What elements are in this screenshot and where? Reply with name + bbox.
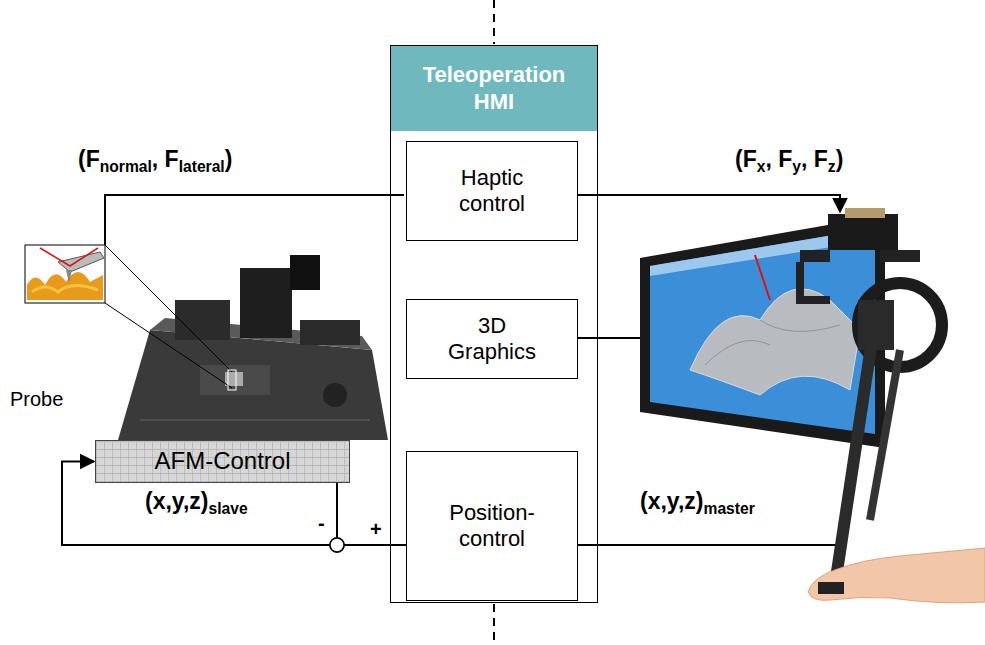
signal-wire xyxy=(578,520,840,545)
label-text: (F xyxy=(78,146,100,172)
hmi-panel: Teleoperation HMI Haptic control 3D Graphi… xyxy=(390,45,598,603)
hand xyxy=(808,548,985,603)
summing-junction xyxy=(330,538,344,552)
label-text: Probe xyxy=(10,388,63,410)
label-text: ) xyxy=(225,146,233,172)
controller-box: AFM-Control xyxy=(95,440,350,483)
panel-header: Teleoperation HMI xyxy=(391,46,597,131)
subscript: normal xyxy=(100,158,152,175)
stylus xyxy=(818,582,844,594)
boundary-line xyxy=(493,604,495,645)
subscript: y xyxy=(792,158,801,175)
process-box: Position-control xyxy=(406,451,578,601)
signal-label: + xyxy=(370,518,382,541)
signal-wire xyxy=(578,195,840,212)
subscript: master xyxy=(703,500,754,517)
label-text: (F xyxy=(735,146,757,172)
label-text: - xyxy=(318,512,325,534)
feedback-wire xyxy=(336,478,338,538)
panel-title: Teleoperation HMI xyxy=(409,62,579,115)
label-text: , F xyxy=(152,146,179,172)
label-text: (x,y,z) xyxy=(145,488,208,514)
node-label: Haptic control xyxy=(437,165,547,218)
subscript: x xyxy=(757,158,766,175)
signal-label: - xyxy=(318,512,325,535)
boundary-line xyxy=(493,0,495,44)
subscript: z xyxy=(828,158,836,175)
probe-inset xyxy=(25,245,236,390)
process-box: 3D Graphics xyxy=(406,299,578,379)
label-text: ) xyxy=(836,146,844,172)
signal-label: (Fnormal, Flateral) xyxy=(78,146,232,176)
signal-label: (Fx, Fy, Fz) xyxy=(735,146,843,176)
subscript: slave xyxy=(208,500,247,517)
afm-machine xyxy=(118,255,388,440)
node-label: AFM-Control xyxy=(154,447,290,476)
label-text: , F xyxy=(765,146,792,172)
label-text: + xyxy=(370,518,382,540)
node-label: 3D Graphics xyxy=(437,313,547,366)
signal-label: (x,y,z)slave xyxy=(145,488,248,518)
label-text: (x,y,z) xyxy=(640,488,703,514)
node-label: Position-control xyxy=(437,500,547,553)
signal-label: Probe xyxy=(10,388,63,411)
signal-label: (x,y,z)master xyxy=(640,488,755,518)
signal-wire xyxy=(105,195,404,245)
subscript: lateral xyxy=(179,158,225,175)
haptic-device xyxy=(800,208,942,585)
process-box: Haptic control xyxy=(406,141,578,241)
label-text: , F xyxy=(801,146,828,172)
summing-junction xyxy=(330,538,344,552)
